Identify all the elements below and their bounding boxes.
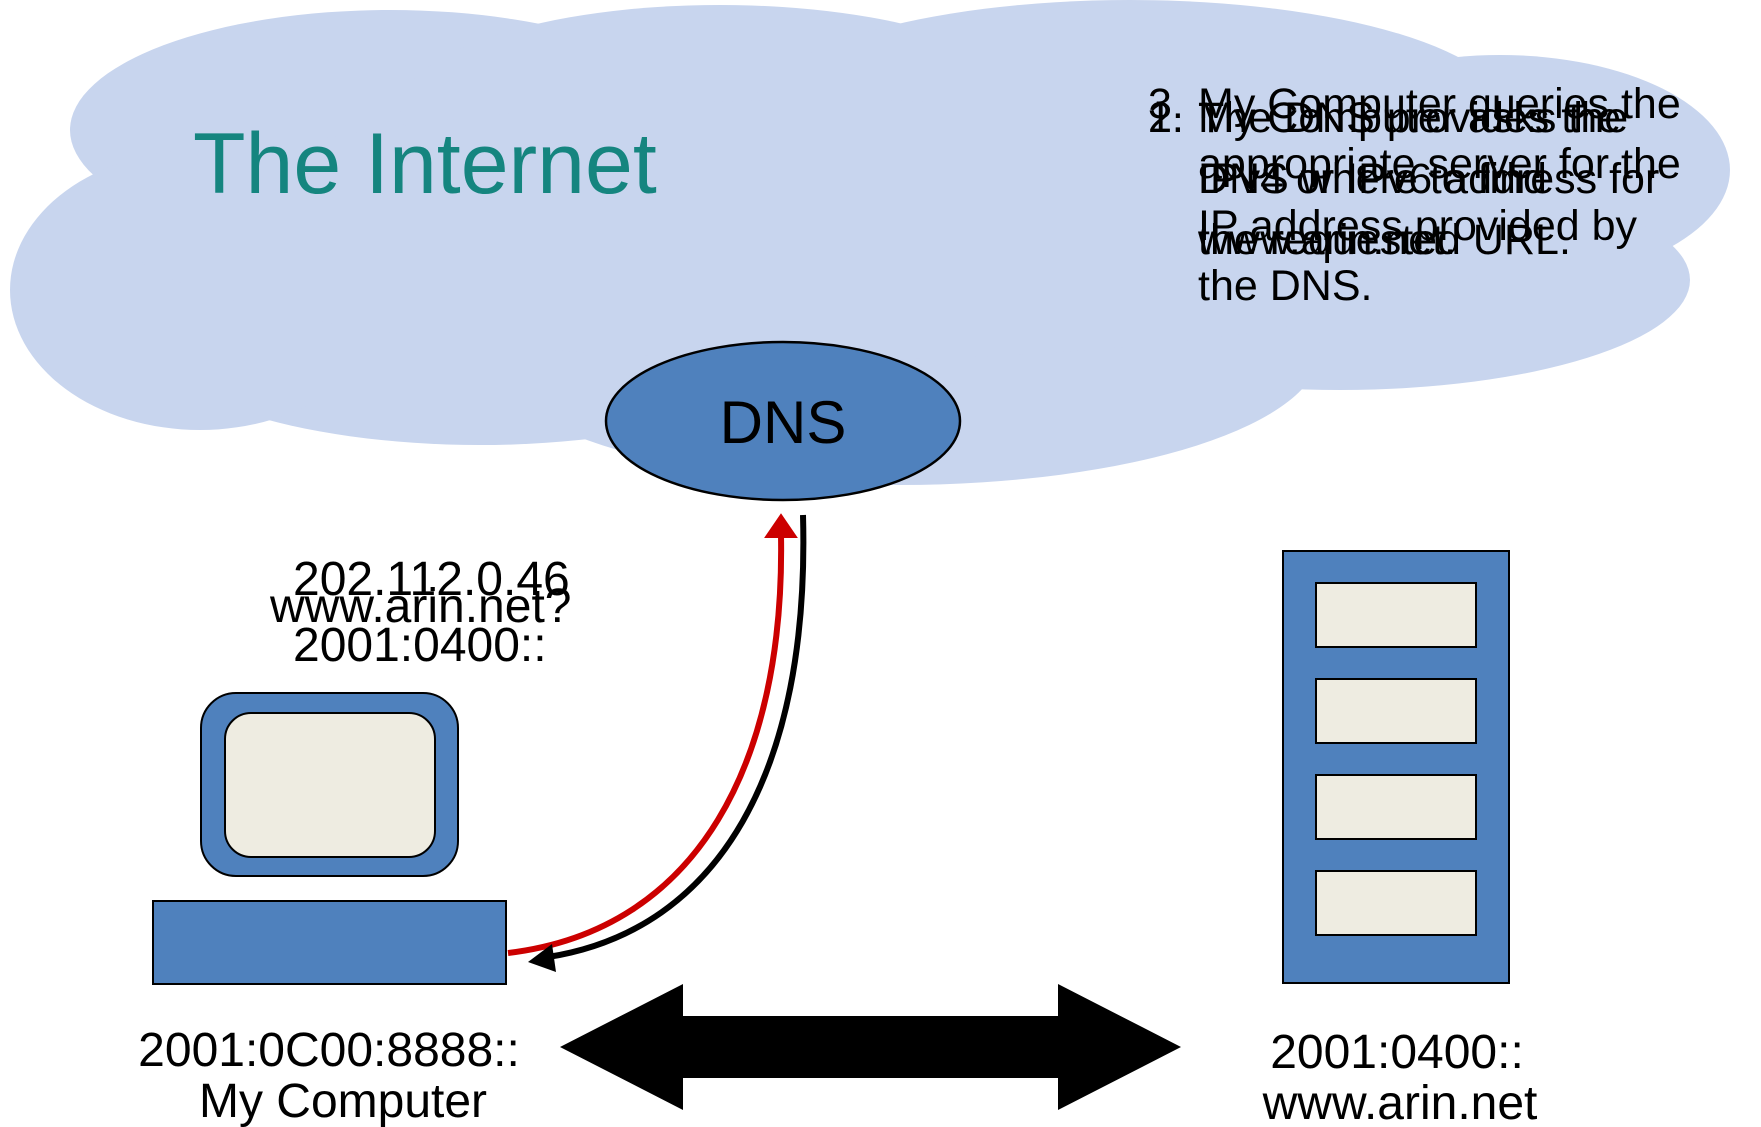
dns-query-arrows (507, 513, 807, 972)
internet-cloud: The Internet (10, 0, 1730, 485)
step-3-line-3: IP address provided by (1198, 202, 1638, 250)
server-drive-bay (1315, 678, 1477, 744)
step-1-line-1: My Computer asks the (1198, 94, 1628, 142)
step-3-line-2: appropriate server for the (1198, 140, 1681, 188)
cloud-title: The Internet (193, 116, 657, 212)
dns-question-label: www.arin.net? (269, 580, 571, 633)
step-1-caption: 1. My Computer asks the DNS where to fin… (1148, 94, 1628, 264)
step-2-number: 2. (1148, 94, 1184, 142)
step-1-number: 1. (1148, 94, 1184, 142)
server-drive-bay (1315, 870, 1477, 936)
step-2-caption: 2. The DNS provides the IPv4 or IPv6 add… (1148, 94, 1659, 264)
step-3-line-1: My Computer queries the (1198, 80, 1681, 128)
server-labels: 2001:0400:: www.arin.net (1262, 1026, 1538, 1127)
step-2-line-3: the requested URL. (1198, 216, 1571, 264)
step-1-line-2: DNS where to find (1198, 155, 1547, 203)
request-arrow (507, 534, 785, 956)
response-arrow (547, 514, 807, 960)
step-3-caption: 3. My Computer queries the appropriate s… (1148, 80, 1681, 310)
query-labels: 202.112.0.46 www.arin.net? 2001:0400:: (269, 553, 571, 672)
monitor-screen (224, 712, 436, 858)
ipv6-answer-label: 2001:0400:: (293, 619, 547, 672)
response-arrowhead (528, 944, 556, 972)
computer-server-connection-arrow (560, 984, 1181, 1110)
step-1-line-3: www.arin.net. (1197, 216, 1456, 264)
step-3-number: 3. (1148, 80, 1184, 128)
arin-server-icon (1282, 550, 1510, 984)
server-drive-bay (1315, 582, 1477, 648)
my-computer-address: 2001:0C00:8888:: (138, 1024, 520, 1077)
my-computer-name: My Computer (199, 1075, 487, 1127)
step-2-line-2: IPv4 or IPv6 address for (1198, 155, 1659, 203)
my-computer-labels: 2001:0C00:8888:: My Computer (138, 1024, 520, 1127)
step-2-line-1: The DNS provides the (1198, 94, 1621, 142)
request-arrowhead (764, 513, 798, 538)
step-3-line-4: the DNS. (1198, 262, 1372, 310)
dns-label: DNS (720, 389, 847, 456)
server-name: www.arin.net (1262, 1077, 1538, 1127)
computer-base (152, 900, 507, 985)
dns-server-node: DNS (604, 340, 962, 502)
my-computer-icon (152, 692, 507, 985)
ipv4-answer-label: 202.112.0.46 (293, 553, 570, 606)
server-address: 2001:0400:: (1270, 1026, 1524, 1079)
step-captions: 1. My Computer asks the DNS where to fin… (1148, 80, 1681, 310)
server-drive-bay (1315, 774, 1477, 840)
